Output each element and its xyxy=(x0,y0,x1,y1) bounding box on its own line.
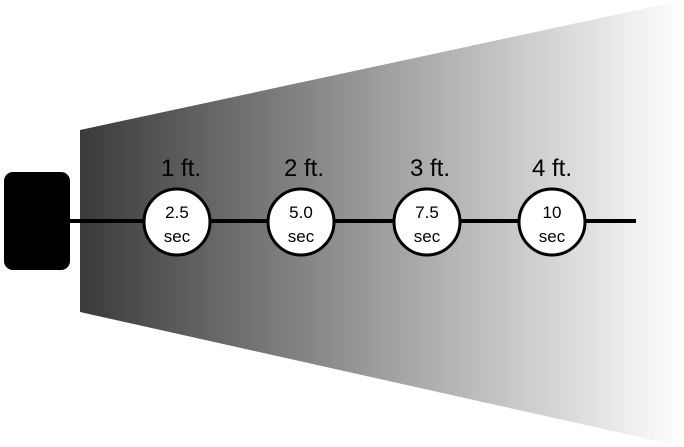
time-value-1: 2.5 xyxy=(165,203,189,222)
time-value-2: 5.0 xyxy=(289,203,313,222)
distance-label-4: 4 ft. xyxy=(532,155,572,182)
time-value-3: 7.5 xyxy=(415,203,439,222)
light-source-block xyxy=(4,172,70,270)
time-marker-circle-4 xyxy=(517,187,587,257)
time-unit-2: sec xyxy=(288,227,315,246)
time-unit-4: sec xyxy=(539,227,566,246)
time-marker-circle-3 xyxy=(392,187,462,257)
time-value-4: 10 xyxy=(543,203,562,222)
time-unit-3: sec xyxy=(414,227,441,246)
time-marker-circle-2 xyxy=(266,187,336,257)
distance-label-2: 2 ft. xyxy=(284,155,324,182)
time-unit-1: sec xyxy=(164,227,191,246)
distance-label-3: 3 ft. xyxy=(410,155,450,182)
time-marker-circle-1 xyxy=(142,187,212,257)
light-beam-cone xyxy=(80,0,684,447)
distance-label-1: 1 ft. xyxy=(161,155,201,182)
